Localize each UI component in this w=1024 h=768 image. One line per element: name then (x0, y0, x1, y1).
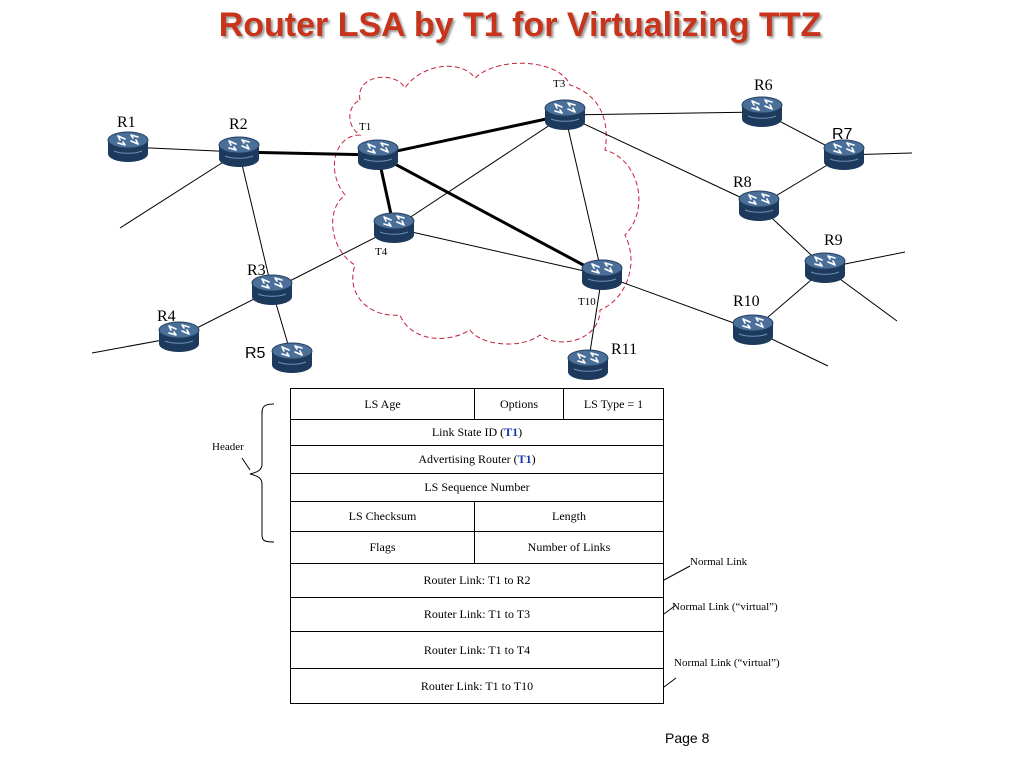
ls-type-cell: LS Type = 1 (563, 388, 664, 420)
annotation-virtual-link-t3: Normal Link (“virtual”) (672, 601, 778, 613)
router-r2-icon (218, 136, 260, 168)
page-number: Page 8 (665, 730, 710, 746)
label-r3: R3 (247, 262, 266, 279)
label-t10: T10 (578, 296, 596, 308)
header-brace (249, 403, 275, 543)
links-t1 (238, 113, 603, 277)
router-r1-icon (107, 131, 149, 163)
advertising-router-value: T1 (517, 452, 532, 466)
router-r5-icon (271, 342, 313, 374)
router-r8-icon (738, 190, 780, 222)
router-t4-icon (373, 212, 415, 244)
router-lsa-table: LS Age Options LS Type = 1 Link State ID… (290, 388, 664, 704)
label-r11: R11 (611, 341, 638, 358)
router-r10-icon (732, 314, 774, 346)
annotation-normal-link: Normal Link (690, 556, 748, 568)
label-r6: R6 (754, 77, 773, 94)
router-r6-icon (741, 96, 783, 128)
router-r4-icon (158, 321, 200, 353)
label-r2: R2 (229, 116, 248, 133)
router-t10-icon (581, 259, 623, 291)
label-r9: R9 (824, 232, 843, 249)
router-t3-icon (544, 99, 586, 131)
router-r9-icon (804, 252, 846, 284)
label-t4: T4 (375, 246, 388, 258)
label-r5: R5 (245, 345, 266, 362)
annotation-line-t10 (663, 677, 677, 688)
number-of-links-cell: Number of Links (474, 531, 664, 564)
link-state-id-cell: Link State ID (T1) (290, 419, 664, 446)
router-link-t1-r2: Router Link: T1 to R2 (290, 563, 664, 598)
links-thin (91, 111, 913, 367)
router-link-t1-t3: Router Link: T1 to T3 (290, 597, 664, 632)
ls-sequence-number-cell: LS Sequence Number (290, 473, 664, 502)
link-state-id-value: T1 (504, 425, 519, 439)
annotation-virtual-link-t10: Normal Link (“virtual”) (674, 657, 780, 669)
annotation-line-t3 (663, 604, 677, 615)
ls-checksum-cell: LS Checksum (290, 501, 475, 532)
label-r8: R8 (733, 174, 752, 191)
router-link-t1-t10: Router Link: T1 to T10 (290, 668, 664, 704)
label-r10: R10 (733, 293, 760, 310)
length-cell: Length (474, 501, 664, 532)
label-r4: R4 (157, 308, 176, 325)
slide-title: Router LSA by T1 for Virtualizing TTZ (218, 6, 822, 44)
header-label: Header (212, 441, 244, 453)
router-t1-icon (357, 139, 399, 171)
router-r11-icon (567, 349, 609, 381)
label-r1: R1 (117, 114, 136, 131)
ls-age-cell: LS Age (290, 388, 475, 420)
label-t1: T1 (359, 121, 372, 133)
ttz-cloud (332, 62, 640, 345)
label-r7: R7 (832, 126, 853, 143)
advertising-router-cell: Advertising Router (T1) (290, 445, 664, 474)
router-link-t1-t4: Router Link: T1 to T4 (290, 631, 664, 669)
annotation-line-r2 (663, 565, 691, 581)
label-t3: T3 (553, 78, 566, 90)
options-cell: Options (474, 388, 564, 420)
flags-cell: Flags (290, 531, 475, 564)
router-r7-icon (823, 139, 865, 171)
